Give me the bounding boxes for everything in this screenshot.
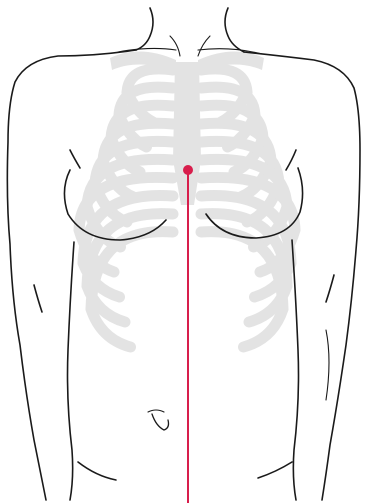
- torso-right: [292, 240, 299, 500]
- hip-line-right: [258, 462, 292, 478]
- arm-shadow-right: [326, 330, 329, 400]
- hip-line-left: [78, 462, 116, 480]
- inner-arm-left: [34, 285, 42, 312]
- armpit-left: [70, 150, 80, 168]
- neck-left: [136, 8, 153, 50]
- abdomen-line: [148, 410, 164, 412]
- navel: [152, 414, 169, 430]
- neck-right: [225, 8, 244, 52]
- armpit-right: [286, 150, 296, 170]
- dot-icon: [183, 165, 193, 175]
- neck-tendon: [170, 36, 210, 56]
- pointer: [183, 165, 193, 503]
- inner-arm-right: [326, 275, 334, 302]
- torso-left: [68, 242, 75, 500]
